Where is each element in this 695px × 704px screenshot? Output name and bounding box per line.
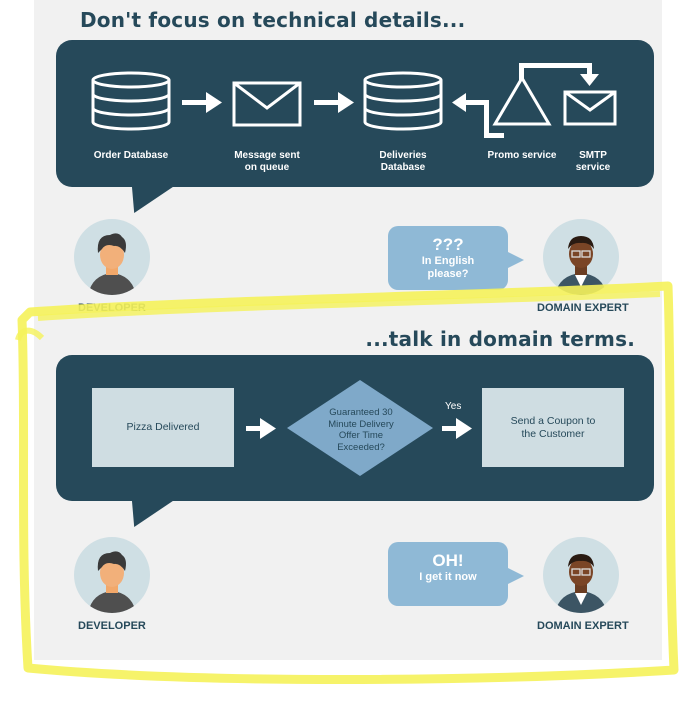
expert-speech-bubble: OH! I get it now (388, 542, 524, 606)
envelope-icon (232, 81, 302, 127)
speech-big-text: ??? (432, 235, 464, 254)
developer-person-icon (88, 551, 136, 613)
decision-label: Guaranteed 30 Minute Delivery Offer Time… (328, 407, 394, 453)
smtp-service-label: SMTP service (575, 150, 611, 173)
order-database-icon (91, 71, 171, 131)
arrow-icon (314, 92, 354, 113)
speech-big-text: OH! (432, 551, 464, 570)
speech-small-text: I get it now (419, 571, 477, 583)
order-database-label: Order Database (93, 150, 169, 161)
arrow-icon (246, 418, 276, 439)
arrow-icon (442, 418, 472, 439)
deliveries-database-label: Deliveries Database (379, 150, 427, 173)
send-coupon-step: Send a Coupon to the Customer (482, 388, 624, 467)
arrow-icon (182, 92, 222, 113)
domain-expert-avatar (543, 537, 619, 613)
yes-label: Yes (445, 401, 462, 412)
expert-speech-bubble: ??? In English please? (388, 226, 524, 290)
arrow-down-icon (519, 63, 599, 86)
message-queue-label: Message sent on queue (234, 150, 300, 173)
developer-label: DEVELOPER (78, 620, 146, 632)
domain-expert-label: DOMAIN EXPERT (537, 620, 629, 632)
developer-avatar (74, 537, 150, 613)
domain-expert-person-icon (555, 554, 607, 613)
arrow-left-icon (452, 93, 504, 138)
top-heading: Don't focus on technical details... (80, 8, 466, 32)
promo-service-label: Promo service (487, 150, 557, 161)
promo-triangle-icon (492, 75, 552, 126)
deliveries-database-icon (363, 71, 443, 131)
speech-small-text: In English please? (421, 255, 475, 280)
smtp-envelope-icon (563, 90, 617, 126)
